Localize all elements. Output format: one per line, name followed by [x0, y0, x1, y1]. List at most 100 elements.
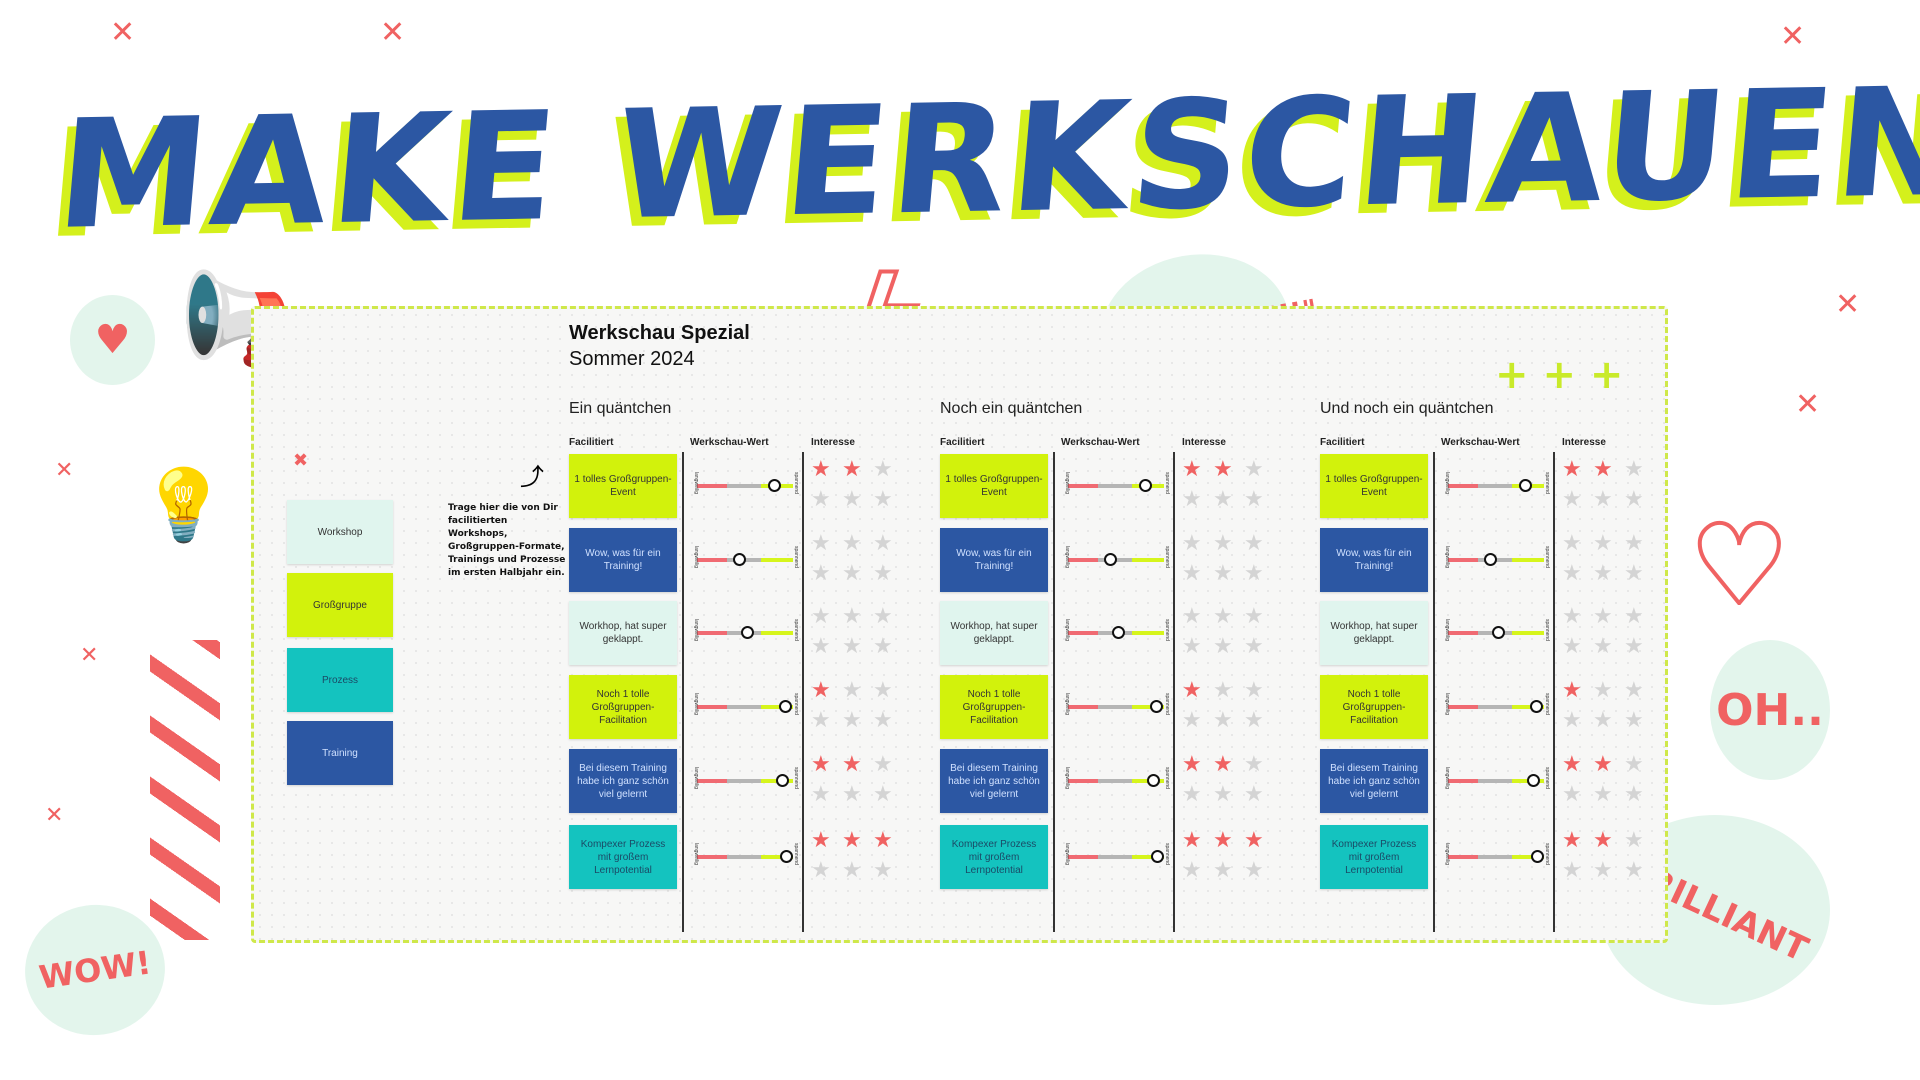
star-empty-icon[interactable]: ★: [1562, 707, 1582, 732]
star-empty-icon[interactable]: ★: [1182, 857, 1202, 882]
star-filled-icon[interactable]: ★: [1562, 456, 1582, 481]
star-empty-icon[interactable]: ★: [1213, 486, 1233, 511]
star-empty-icon[interactable]: ★: [873, 781, 893, 806]
star-filled-icon[interactable]: ★: [1213, 456, 1233, 481]
star-empty-icon[interactable]: ★: [1624, 486, 1644, 511]
sticky-note[interactable]: Noch 1 tolle Großgruppen-Facilitation: [940, 675, 1048, 739]
star-empty-icon[interactable]: ★: [1244, 677, 1264, 702]
star-empty-icon[interactable]: ★: [1213, 781, 1233, 806]
star-empty-icon[interactable]: ★: [1624, 857, 1644, 882]
star-filled-icon[interactable]: ★: [1562, 677, 1582, 702]
star-empty-icon[interactable]: ★: [1182, 530, 1202, 555]
star-empty-icon[interactable]: ★: [873, 486, 893, 511]
star-empty-icon[interactable]: ★: [842, 707, 862, 732]
slider-knob[interactable]: [776, 774, 789, 787]
star-empty-icon[interactable]: ★: [873, 857, 893, 882]
star-empty-icon[interactable]: ★: [873, 560, 893, 585]
star-empty-icon[interactable]: ★: [1562, 530, 1582, 555]
star-filled-icon[interactable]: ★: [842, 751, 862, 776]
star-empty-icon[interactable]: ★: [1244, 456, 1264, 481]
star-empty-icon[interactable]: ★: [842, 603, 862, 628]
star-empty-icon[interactable]: ★: [1593, 560, 1613, 585]
star-filled-icon[interactable]: ★: [811, 751, 831, 776]
star-filled-icon[interactable]: ★: [1593, 827, 1613, 852]
slider-knob[interactable]: [1530, 700, 1543, 713]
star-empty-icon[interactable]: ★: [1593, 707, 1613, 732]
star-filled-icon[interactable]: ★: [1182, 677, 1202, 702]
slider-knob[interactable]: [1531, 850, 1544, 863]
star-empty-icon[interactable]: ★: [811, 530, 831, 555]
legend-card-training[interactable]: Training: [287, 721, 393, 785]
star-filled-icon[interactable]: ★: [1213, 827, 1233, 852]
star-filled-icon[interactable]: ★: [842, 827, 862, 852]
star-empty-icon[interactable]: ★: [811, 486, 831, 511]
star-empty-icon[interactable]: ★: [873, 633, 893, 658]
star-empty-icon[interactable]: ★: [1244, 857, 1264, 882]
star-empty-icon[interactable]: ★: [1624, 677, 1644, 702]
slider-knob[interactable]: [1104, 553, 1117, 566]
star-empty-icon[interactable]: ★: [1624, 751, 1644, 776]
slider-knob[interactable]: [1484, 553, 1497, 566]
sticky-note[interactable]: Bei diesem Training habe ich ganz schön …: [569, 749, 677, 813]
star-empty-icon[interactable]: ★: [1624, 707, 1644, 732]
legend-card-prozess[interactable]: Prozess: [287, 648, 393, 712]
star-filled-icon[interactable]: ★: [811, 677, 831, 702]
star-empty-icon[interactable]: ★: [811, 560, 831, 585]
sticky-note[interactable]: Kompexer Prozess mit großem Lernpotentia…: [569, 825, 677, 889]
star-empty-icon[interactable]: ★: [1593, 530, 1613, 555]
sticky-note[interactable]: 1 tolles Großgruppen-Event: [940, 454, 1048, 518]
star-empty-icon[interactable]: ★: [811, 781, 831, 806]
star-empty-icon[interactable]: ★: [1182, 781, 1202, 806]
star-empty-icon[interactable]: ★: [873, 707, 893, 732]
star-empty-icon[interactable]: ★: [1182, 486, 1202, 511]
star-empty-icon[interactable]: ★: [842, 781, 862, 806]
star-empty-icon[interactable]: ★: [1593, 857, 1613, 882]
slider-knob[interactable]: [1151, 850, 1164, 863]
star-filled-icon[interactable]: ★: [1182, 456, 1202, 481]
star-empty-icon[interactable]: ★: [873, 677, 893, 702]
slider-knob[interactable]: [779, 700, 792, 713]
star-empty-icon[interactable]: ★: [1593, 486, 1613, 511]
slider-knob[interactable]: [1139, 479, 1152, 492]
star-empty-icon[interactable]: ★: [1244, 751, 1264, 776]
star-empty-icon[interactable]: ★: [1213, 707, 1233, 732]
star-filled-icon[interactable]: ★: [873, 827, 893, 852]
slider-knob[interactable]: [1150, 700, 1163, 713]
star-empty-icon[interactable]: ★: [1562, 560, 1582, 585]
sticky-note[interactable]: Workhop, hat super geklappt.: [569, 601, 677, 665]
star-empty-icon[interactable]: ★: [1624, 603, 1644, 628]
star-empty-icon[interactable]: ★: [1624, 633, 1644, 658]
sticky-note[interactable]: Noch 1 tolle Großgruppen-Facilitation: [569, 675, 677, 739]
star-filled-icon[interactable]: ★: [1244, 827, 1264, 852]
star-empty-icon[interactable]: ★: [1624, 827, 1644, 852]
slider-knob[interactable]: [1147, 774, 1160, 787]
slider-knob[interactable]: [1527, 774, 1540, 787]
star-empty-icon[interactable]: ★: [1213, 633, 1233, 658]
sticky-note[interactable]: 1 tolles Großgruppen-Event: [1320, 454, 1428, 518]
star-empty-icon[interactable]: ★: [1244, 707, 1264, 732]
star-empty-icon[interactable]: ★: [1213, 530, 1233, 555]
legend-card-workshop[interactable]: Workshop: [287, 500, 393, 564]
star-empty-icon[interactable]: ★: [1562, 857, 1582, 882]
star-empty-icon[interactable]: ★: [1562, 781, 1582, 806]
sticky-note[interactable]: Bei diesem Training habe ich ganz schön …: [1320, 749, 1428, 813]
star-empty-icon[interactable]: ★: [1244, 603, 1264, 628]
star-empty-icon[interactable]: ★: [1213, 603, 1233, 628]
star-filled-icon[interactable]: ★: [811, 456, 831, 481]
star-filled-icon[interactable]: ★: [1182, 751, 1202, 776]
sticky-note[interactable]: Wow, was für ein Training!: [569, 528, 677, 592]
star-empty-icon[interactable]: ★: [1624, 530, 1644, 555]
star-empty-icon[interactable]: ★: [842, 560, 862, 585]
star-empty-icon[interactable]: ★: [1624, 456, 1644, 481]
